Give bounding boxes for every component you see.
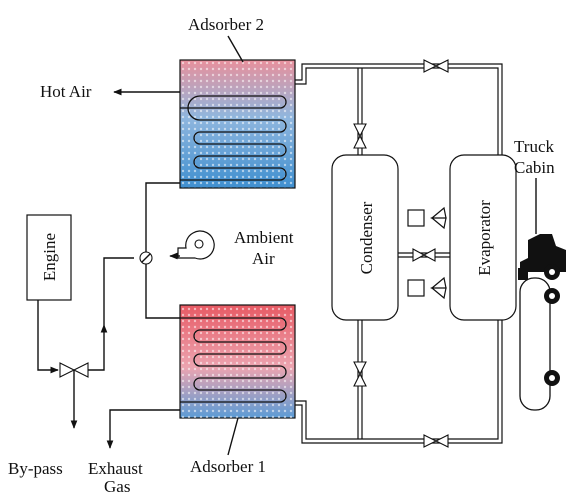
- cabin-label: Cabin: [514, 158, 555, 177]
- engine-box: [26, 214, 72, 301]
- evaporator-label: Evaporator: [475, 200, 494, 276]
- exhaust-gas-outlet-pipe: [106, 409, 180, 449]
- engine-exhaust-pipe: [37, 300, 59, 374]
- bypass-valve-right: [72, 362, 89, 378]
- air-label: Air: [252, 249, 275, 268]
- adsorber-1-heat-exchanger-coil: [180, 317, 287, 403]
- evaporator-fan-icon: [407, 276, 447, 300]
- ambient-air-fan-icon: [177, 230, 215, 260]
- condenser-label: Condenser: [357, 201, 376, 274]
- adsorber-1-label: Adsorber 1: [190, 457, 266, 476]
- exhaust-label: Exhaust: [88, 459, 143, 478]
- truck-label: Truck: [514, 137, 554, 156]
- diverter-to-adsorber-2-pipe: [145, 182, 180, 252]
- adsorber-2-heat-exchanger-coil: [180, 95, 287, 181]
- diverter-to-adsorber-1-pipe: [145, 264, 180, 319]
- diverter-feed-pipe: [103, 257, 134, 325]
- adsorber-1: [179, 304, 296, 419]
- valve-to-diverter-pipe: [88, 324, 108, 371]
- gas-label: Gas: [104, 477, 130, 495]
- adsorber-2: [179, 59, 296, 189]
- condenser-lower-valve: [353, 361, 367, 387]
- adsorber-2-leader-line: [227, 35, 244, 63]
- evaporator-box: [449, 154, 517, 321]
- condenser-box: [331, 154, 399, 321]
- expansion-valve: [412, 248, 436, 262]
- bottom-refrigerant-valve: [423, 434, 449, 448]
- diverter-mark: [141, 253, 151, 263]
- hot-air-label: Hot Air: [40, 82, 92, 101]
- refrigerant-pipes: [295, 63, 503, 444]
- adsorber-1-leader-line: [227, 417, 239, 456]
- ambient-label: Ambient: [234, 228, 294, 247]
- bypass-valve: [59, 362, 76, 378]
- condenser-fan-icon: [407, 206, 447, 230]
- truck-cabin-icon: [518, 234, 566, 411]
- top-refrigerant-valve: [423, 59, 449, 73]
- condenser-upper-valve: [353, 123, 367, 149]
- bypass-label: By-pass: [8, 459, 63, 478]
- engine-label: Engine: [40, 233, 59, 281]
- adsorber-2-label: Adsorber 2: [188, 15, 264, 34]
